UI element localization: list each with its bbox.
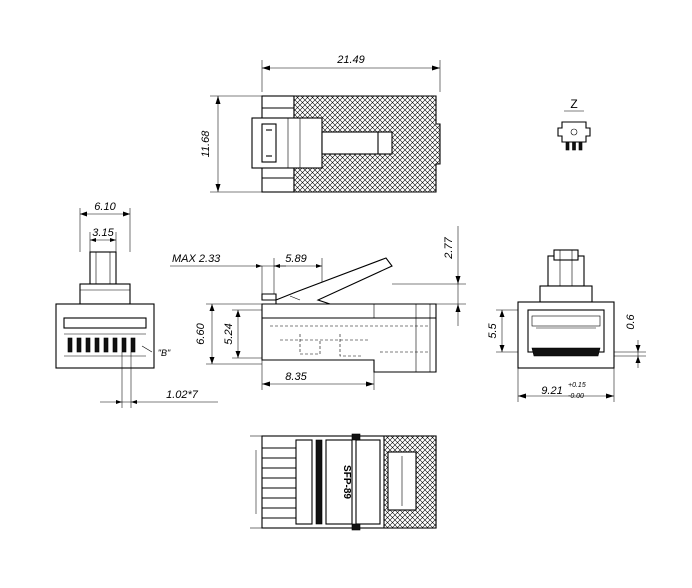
top-height-dim: 11.68: [200, 130, 212, 158]
top-length-dim: 21.49: [336, 54, 365, 66]
front-pitch-dim: 1.02*7: [166, 389, 199, 401]
bottom-contact-fingers: [262, 447, 296, 519]
side-height-dim: 6.60: [195, 322, 207, 344]
side-inner-height-dim: 5.24: [223, 323, 235, 344]
view-marker-label: Z: [570, 97, 577, 111]
front-width-dim: 6.10: [94, 201, 116, 213]
detail-b-label: "B": [158, 348, 171, 358]
side-latch-dim: 5.89: [285, 253, 306, 265]
side-top-offset-dim: 2.77: [443, 236, 455, 259]
side-max-dim: MAX 2.33: [172, 253, 221, 265]
bottom-view: SFP-89: [250, 433, 437, 531]
front-view: 6.10 3.15 "B": [55, 201, 218, 408]
rear-height-dim: 5.5: [487, 322, 499, 338]
rear-width-tol-plus: +0.15: [568, 382, 586, 389]
bottom-part-code: SFP-89: [341, 465, 352, 499]
rear-width-tol-minus: -0.00: [568, 393, 584, 400]
rear-offset-dim: 0.6: [625, 313, 637, 329]
side-view: MAX 2.33 5.89 2.77 6.60 5.24: [170, 226, 466, 390]
rear-width-dim: 9.21: [541, 385, 562, 397]
top-view: 21.49 11.68: [200, 54, 441, 193]
side-depth-dim: 8.35: [285, 371, 307, 383]
view-marker-z: Z: [557, 97, 591, 151]
rear-view: 5.5 0.6 9.21 +0.15 -0.00: [487, 249, 646, 402]
front-contacts: [67, 337, 136, 353]
front-inner-dim: 3.15: [92, 227, 114, 239]
